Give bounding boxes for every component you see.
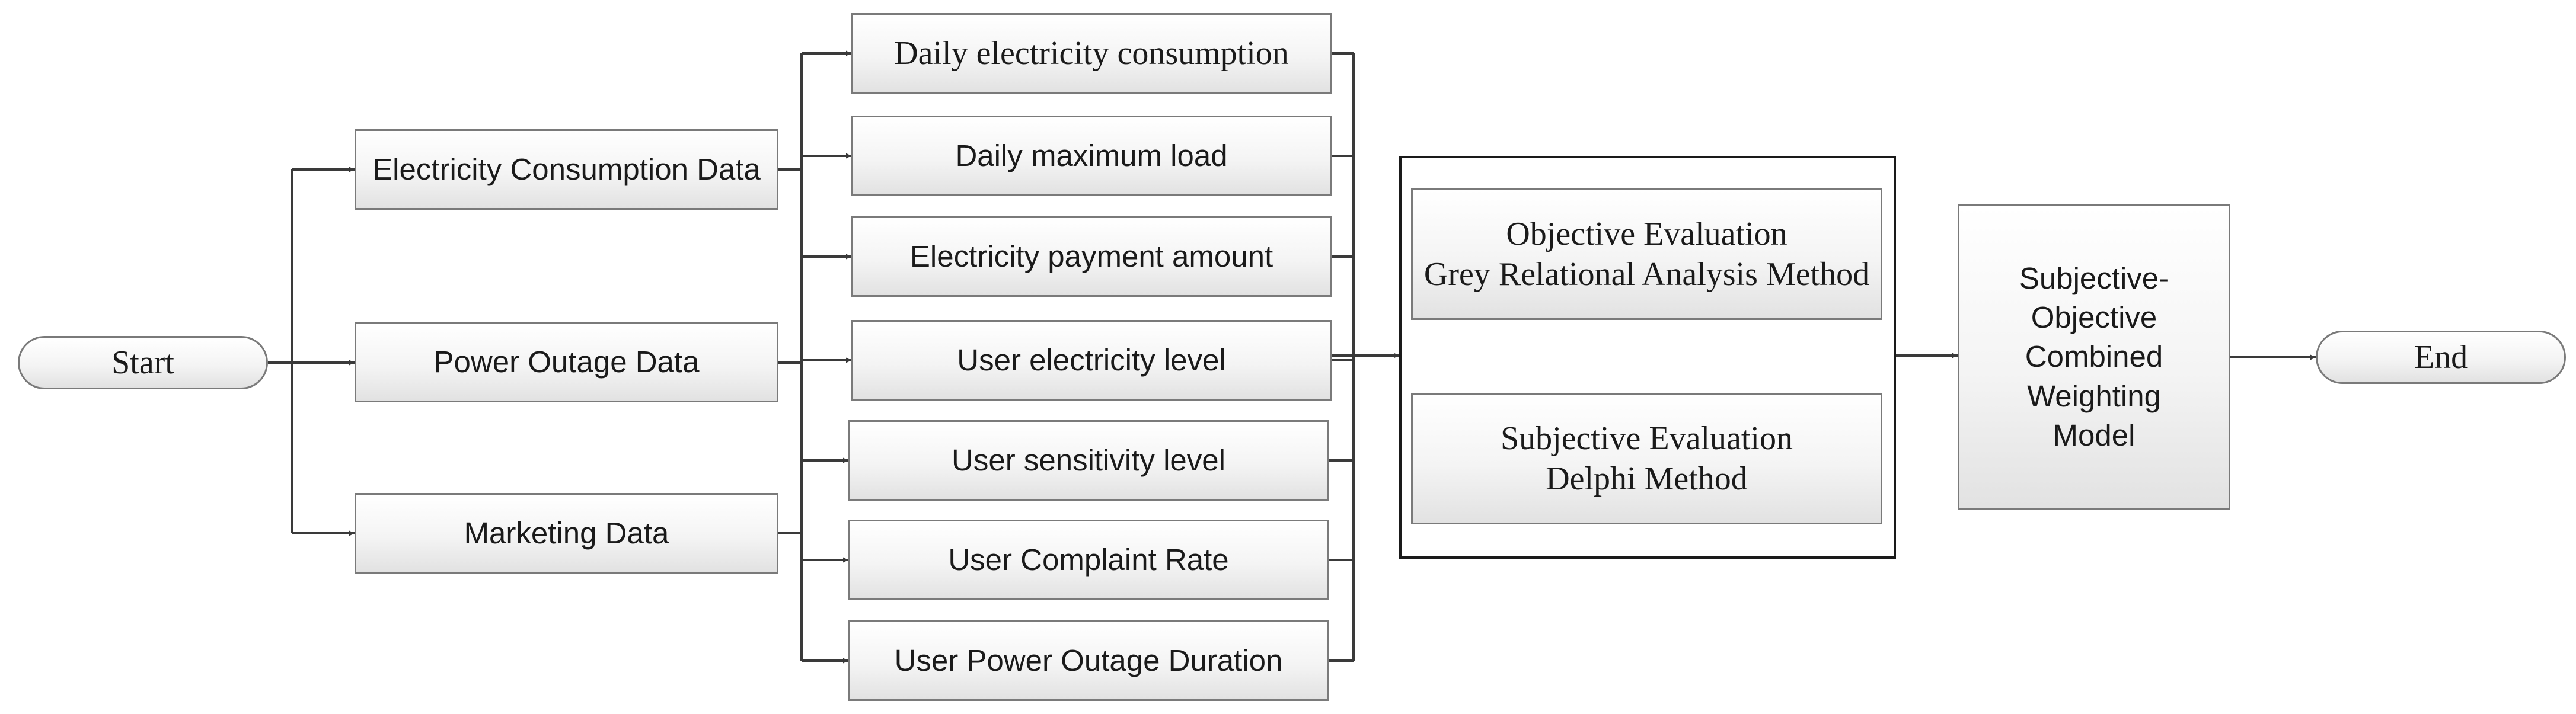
source-label: Marketing Data <box>464 516 669 550</box>
indicator-label: User Complaint Rate <box>948 542 1229 577</box>
source-electricity-consumption-data: Electricity Consumption Data <box>355 129 778 210</box>
indicator-label: Electricity payment amount <box>909 239 1273 273</box>
indicator-label: Daily maximum load <box>955 138 1228 172</box>
indicator-label: User sensitivity level <box>952 443 1225 477</box>
source-marketing-data: Marketing Data <box>355 493 778 574</box>
subjective-title: Subjective Evaluation <box>1501 420 1793 457</box>
indicator-label: User Power Outage Duration <box>894 643 1283 677</box>
start-label: Start <box>111 344 174 381</box>
indicator-user-sensitivity-level: User sensitivity level <box>848 420 1329 501</box>
subjective-method: Delphi Method <box>1546 460 1748 497</box>
objective-evaluation-box: Objective Evaluation Grey Relational Ana… <box>1411 188 1882 320</box>
end-label: End <box>2414 338 2468 376</box>
combined-line-3: Model <box>2052 418 2136 452</box>
source-label: Electricity Consumption Data <box>372 152 761 186</box>
indicator-electricity-payment-amount: Electricity payment amount <box>851 216 1332 297</box>
combined-line-2: Combined Weighting <box>2025 340 2163 413</box>
indicator-label: Daily electricity consumption <box>894 34 1289 72</box>
source-power-outage-data: Power Outage Data <box>355 322 778 402</box>
indicator-label: User electricity level <box>957 342 1226 377</box>
start-terminal: Start <box>18 336 268 389</box>
indicator-daily-electricity-consumption: Daily electricity consumption <box>851 13 1332 94</box>
indicator-daily-maximum-load: Daily maximum load <box>851 116 1332 196</box>
combined-line-1: Subjective-Objective <box>2019 261 2169 335</box>
indicator-user-electricity-level: User electricity level <box>851 320 1332 401</box>
end-terminal: End <box>2316 331 2566 384</box>
combined-weighting-model-box: Subjective-Objective Combined Weighting … <box>1958 204 2230 510</box>
subjective-evaluation-box: Subjective Evaluation Delphi Method <box>1411 393 1882 524</box>
source-label: Power Outage Data <box>433 344 700 379</box>
indicator-user-power-outage-duration: User Power Outage Duration <box>848 620 1329 701</box>
objective-title: Objective Evaluation <box>1506 215 1787 252</box>
indicator-user-complaint-rate: User Complaint Rate <box>848 520 1329 600</box>
objective-method: Grey Relational Analysis Method <box>1423 256 1870 293</box>
